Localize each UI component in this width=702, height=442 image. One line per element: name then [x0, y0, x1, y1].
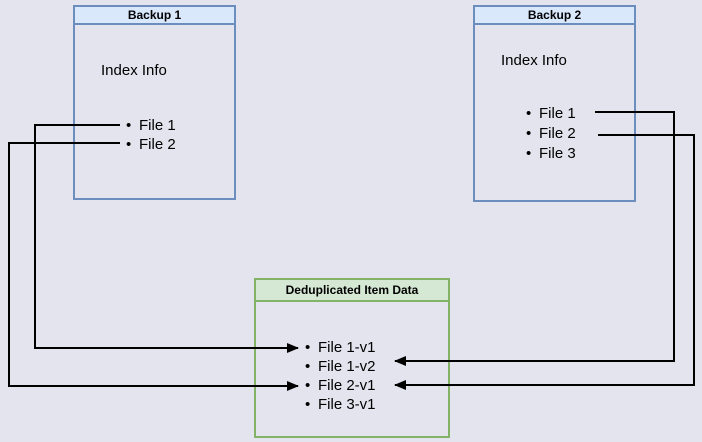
list-item: File 2 [526, 123, 576, 143]
list-item: File 3 [526, 143, 576, 163]
backup2-box: Backup 2 Index Info File 1 File 2 File 3 [473, 5, 636, 202]
dedup-title: Deduplicated Item Data [256, 280, 448, 302]
dedup-item-list: File 1-v1 File 1-v2 File 2-v1 File 3-v1 [305, 338, 376, 414]
dedup-file1-v2-label: File 1-v2 [318, 358, 376, 375]
deduplicated-item-data-box: Deduplicated Item Data File 1-v1 File 1-… [254, 278, 450, 438]
dedup-file3-v1-label: File 3-v1 [318, 396, 376, 413]
list-item: File 1 [126, 116, 176, 135]
backup2-file1-label: File 1 [539, 104, 576, 122]
list-item: File 1 [526, 103, 576, 123]
backup1-index-info-label: Index Info [101, 62, 167, 79]
bullet-icon [126, 136, 139, 153]
bullet-icon [305, 358, 318, 375]
backup1-box: Backup 1 Index Info File 1 File 2 [73, 5, 236, 200]
bullet-icon [526, 105, 539, 122]
list-item: File 1-v1 [305, 338, 376, 357]
backup1-title: Backup 1 [75, 7, 234, 25]
bullet-icon [305, 339, 318, 356]
bullet-icon [305, 377, 318, 394]
backup2-title: Backup 2 [475, 7, 634, 25]
backup2-file-list: File 1 File 2 File 3 [526, 103, 576, 163]
backup1-file1-label: File 1 [139, 117, 176, 134]
backup1-file2-label: File 2 [139, 136, 176, 153]
list-item: File 3-v1 [305, 395, 376, 414]
bullet-icon [526, 145, 539, 162]
list-item: File 2 [126, 135, 176, 154]
dedup-file1-v1-label: File 1-v1 [318, 339, 376, 356]
backup1-file-list: File 1 File 2 [126, 116, 176, 154]
list-item: File 1-v2 [305, 357, 376, 376]
backup2-file3-label: File 3 [539, 144, 576, 162]
bullet-icon [526, 125, 539, 142]
backup2-file2-label: File 2 [539, 124, 576, 142]
dedup-file2-v1-label: File 2-v1 [318, 377, 376, 394]
list-item: File 2-v1 [305, 376, 376, 395]
bullet-icon [126, 117, 139, 134]
bullet-icon [305, 396, 318, 413]
backup2-index-info-label: Index Info [501, 52, 567, 69]
